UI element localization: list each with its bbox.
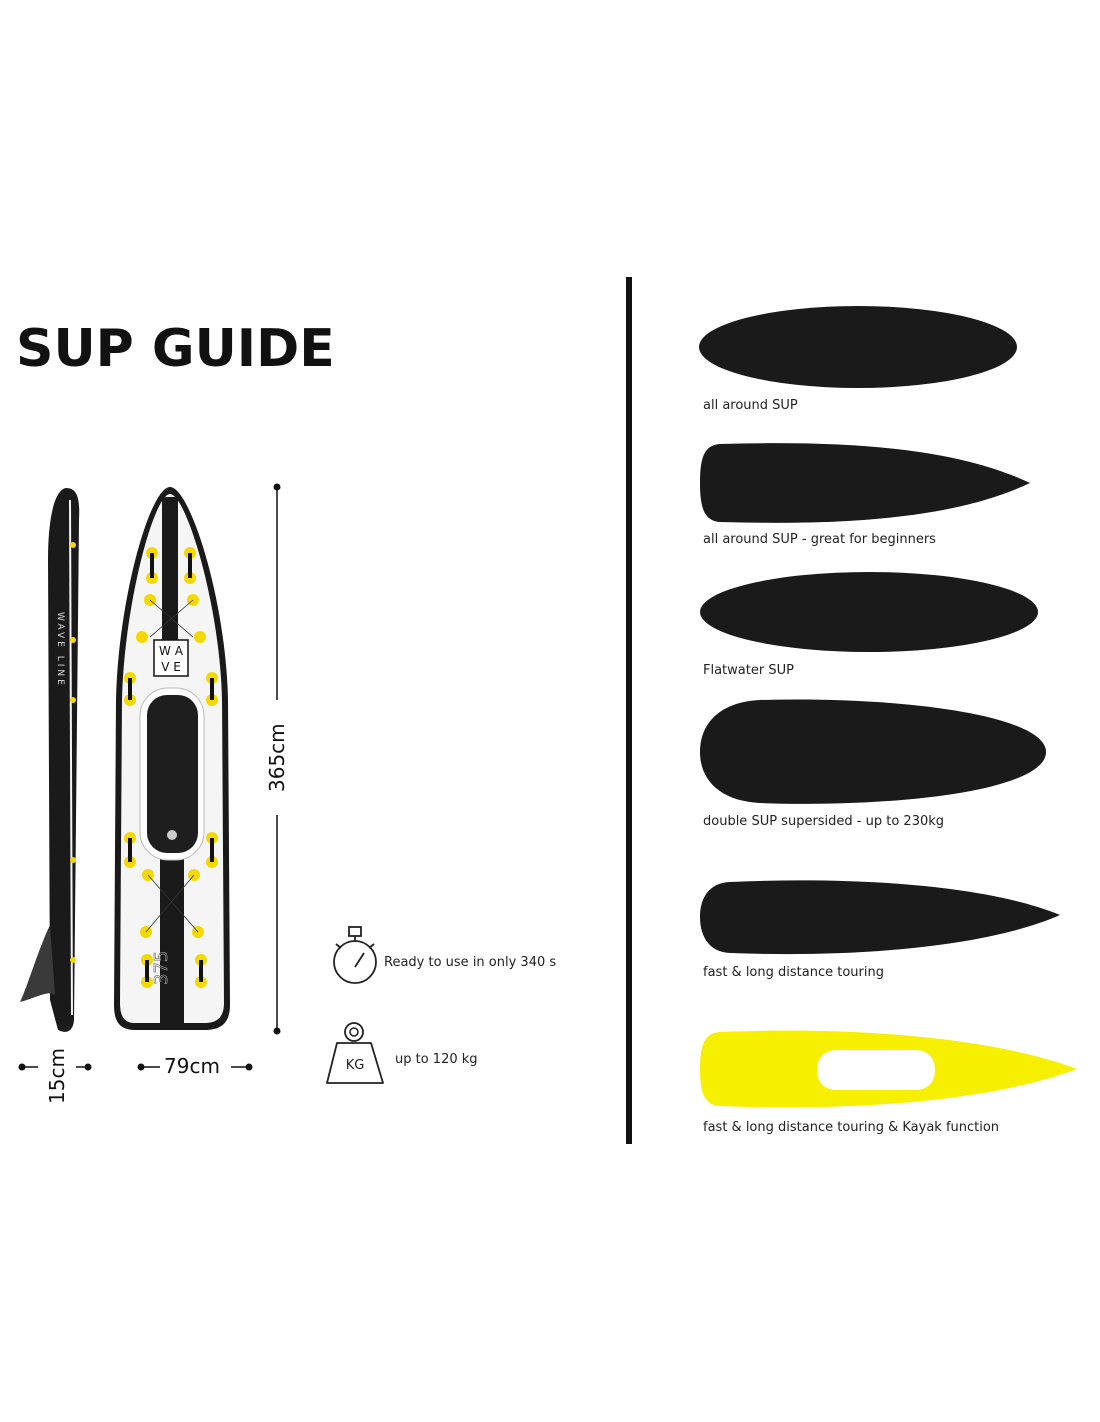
fin-icon: [20, 925, 55, 1002]
svg-text:365cm: 365cm: [265, 723, 289, 792]
board-top-view: W A V E 375: [114, 487, 230, 1030]
svg-text:fast & long distance touring: fast & long distance touring: [703, 965, 884, 980]
svg-text:V E: V E: [161, 660, 181, 674]
thickness-dimension: 15cm: [18, 1048, 92, 1104]
svg-text:fast & long distance touring &: fast & long distance touring & Kayak fun…: [703, 1120, 999, 1135]
svg-text:W A: W A: [159, 644, 184, 658]
side-brand-text: WAVE LINE: [55, 612, 65, 688]
board-shape-icon: [700, 880, 1060, 955]
svg-text:all around SUP: all around SUP: [703, 398, 798, 413]
svg-text:15cm: 15cm: [45, 1048, 69, 1104]
feature-max-load: up to 120 kg: [395, 1052, 478, 1067]
length-dimension: 365cm: [265, 483, 289, 1035]
svg-text:79cm: 79cm: [164, 1054, 220, 1078]
cockpit-opening: [147, 695, 198, 853]
board-type-double: double SUP supersided - up to 230kg: [700, 699, 1046, 829]
board-type-touring: fast & long distance touring: [700, 880, 1060, 980]
svg-text:KG: KG: [346, 1058, 365, 1073]
feature-inflate-time: Ready to use in only 340 s: [384, 955, 556, 970]
stopwatch-icon: [333, 926, 377, 984]
wave-logo: [153, 639, 189, 677]
svg-text:Flatwater SUP: Flatwater SUP: [703, 663, 794, 678]
board-type-all-around: all around SUP: [699, 306, 1017, 413]
kayak-board-shape-icon: [700, 1030, 1077, 1108]
board-shape-icon: [700, 443, 1030, 523]
board-shape-icon: [700, 699, 1046, 804]
board-shape-icon: [700, 572, 1038, 652]
vertical-divider: [626, 277, 632, 1144]
board-shape-icon: [699, 306, 1017, 388]
svg-text:all around SUP - great for beg: all around SUP - great for beginners: [703, 532, 936, 547]
page-title: SUP GUIDE: [16, 319, 335, 379]
svg-text:375: 375: [151, 951, 172, 985]
svg-text:double SUP supersided - up to: double SUP supersided - up to 230kg: [703, 814, 944, 829]
weight-kg-icon: KG: [326, 1022, 384, 1084]
width-dimension: 79cm: [137, 1054, 253, 1078]
board-type-kayak: fast & long distance touring & Kayak fun…: [700, 1030, 1077, 1135]
board-type-beginners: all around SUP - great for beginners: [700, 443, 1030, 547]
board-side-view: WAVE LINE: [20, 488, 80, 1032]
board-type-flatwater: Flatwater SUP: [700, 572, 1038, 678]
